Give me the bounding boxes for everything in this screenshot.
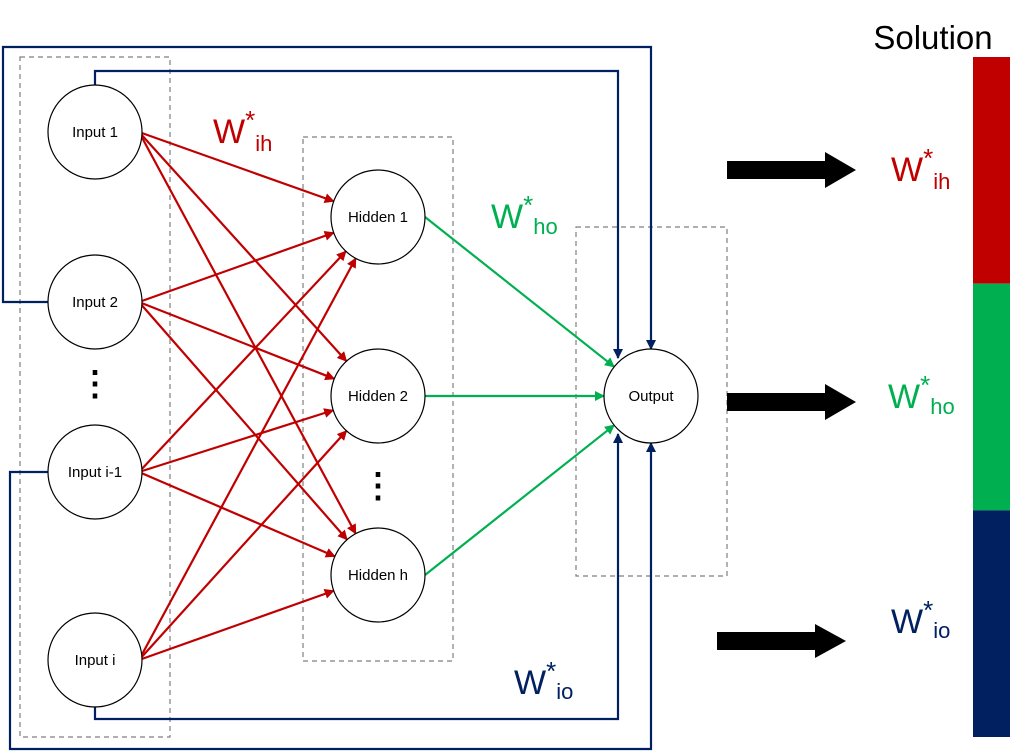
hidden-node-2-label: Hidden 2 — [348, 388, 408, 405]
edge-input-3-hidden-3 — [138, 470, 336, 558]
input-node-3-circle — [47, 424, 143, 520]
edge-input-2-hidden-1 — [138, 231, 335, 304]
output-node-circle — [603, 348, 699, 444]
hidden-node-3: Hidden h — [330, 527, 426, 623]
edge-input-3-hidden-2 — [138, 408, 335, 474]
input-output-skip-connections — [1, 45, 656, 751]
hidden-node-3-circle — [330, 527, 426, 623]
input-node-4-circle — [47, 612, 143, 708]
weight-label-ho: W*ho — [491, 190, 558, 239]
solution-label-ih: W*ih — [891, 143, 950, 194]
edge-input-4-hidden-2 — [138, 430, 348, 661]
input-node-2: Input 2 — [47, 254, 143, 350]
output-node: Output — [603, 348, 699, 444]
solution-segment-ho — [973, 283, 1010, 511]
hidden-node-2: Hidden 2 — [330, 348, 426, 444]
input-node-4: Input i — [47, 612, 143, 708]
weight-label-io: W*io — [514, 656, 573, 704]
edge-hidden-1-output — [424, 216, 615, 368]
input-node-3-label: Input i-1 — [68, 464, 122, 481]
edge-input-1-hidden-2 — [138, 131, 348, 362]
input-node-1-label: Input 1 — [72, 124, 118, 141]
skip-connection-input-2 — [1, 45, 656, 350]
input-node-1: Input 1 — [47, 84, 143, 180]
input-node-1-circle — [47, 84, 143, 180]
edge-hidden-3-output — [424, 424, 615, 576]
output-node-label: Output — [628, 388, 674, 405]
solution-arrow-ho — [727, 384, 856, 420]
input-node-2-circle — [47, 254, 143, 350]
hidden-node-1-circle — [330, 169, 426, 265]
hidden-node-1: Hidden 1 — [330, 169, 426, 265]
edge-input-4-hidden-1 — [138, 257, 357, 661]
hidden-layer-box — [302, 136, 454, 662]
solution-title: Solution — [873, 19, 992, 56]
input-node-2-label: Input 2 — [72, 294, 118, 311]
solution-label-io: W*io — [891, 595, 950, 643]
input-node-4-label: Input i — [75, 652, 116, 669]
skip-connection-input-4 — [93, 433, 623, 721]
solution-segment-ih — [973, 57, 1010, 284]
edge-input-2-hidden-3 — [138, 301, 348, 541]
edge-input-3-hidden-1 — [138, 250, 347, 473]
edge-input-2-hidden-2 — [138, 300, 336, 381]
hidden-node-2-circle — [330, 348, 426, 444]
hidden-node-1-label: Hidden 1 — [348, 209, 408, 226]
skip-connection-input-1 — [93, 69, 623, 359]
input-hidden-edges — [138, 130, 357, 662]
input-ellipsis: ⋮ — [78, 365, 112, 403]
edge-input-1-hidden-1 — [138, 130, 335, 203]
edge-input-1-hidden-3 — [138, 131, 357, 535]
solution-label-ho: W*ho — [888, 370, 955, 419]
hidden-output-edges — [424, 216, 615, 576]
weight-label-ih: W*ih — [213, 105, 272, 156]
edge-input-4-hidden-3 — [138, 589, 335, 662]
solution-segment-io — [973, 510, 1010, 737]
hidden-node-3-label: Hidden h — [348, 567, 408, 584]
input-layer-box — [19, 56, 171, 738]
solution-bar — [973, 57, 1010, 737]
hidden-ellipsis: ⋮ — [361, 467, 395, 505]
skip-connection-input-3 — [8, 442, 656, 751]
solution-arrow-ih — [727, 152, 856, 188]
input-node-3: Input i-1 — [47, 424, 143, 520]
solution-arrow-io — [717, 624, 846, 658]
